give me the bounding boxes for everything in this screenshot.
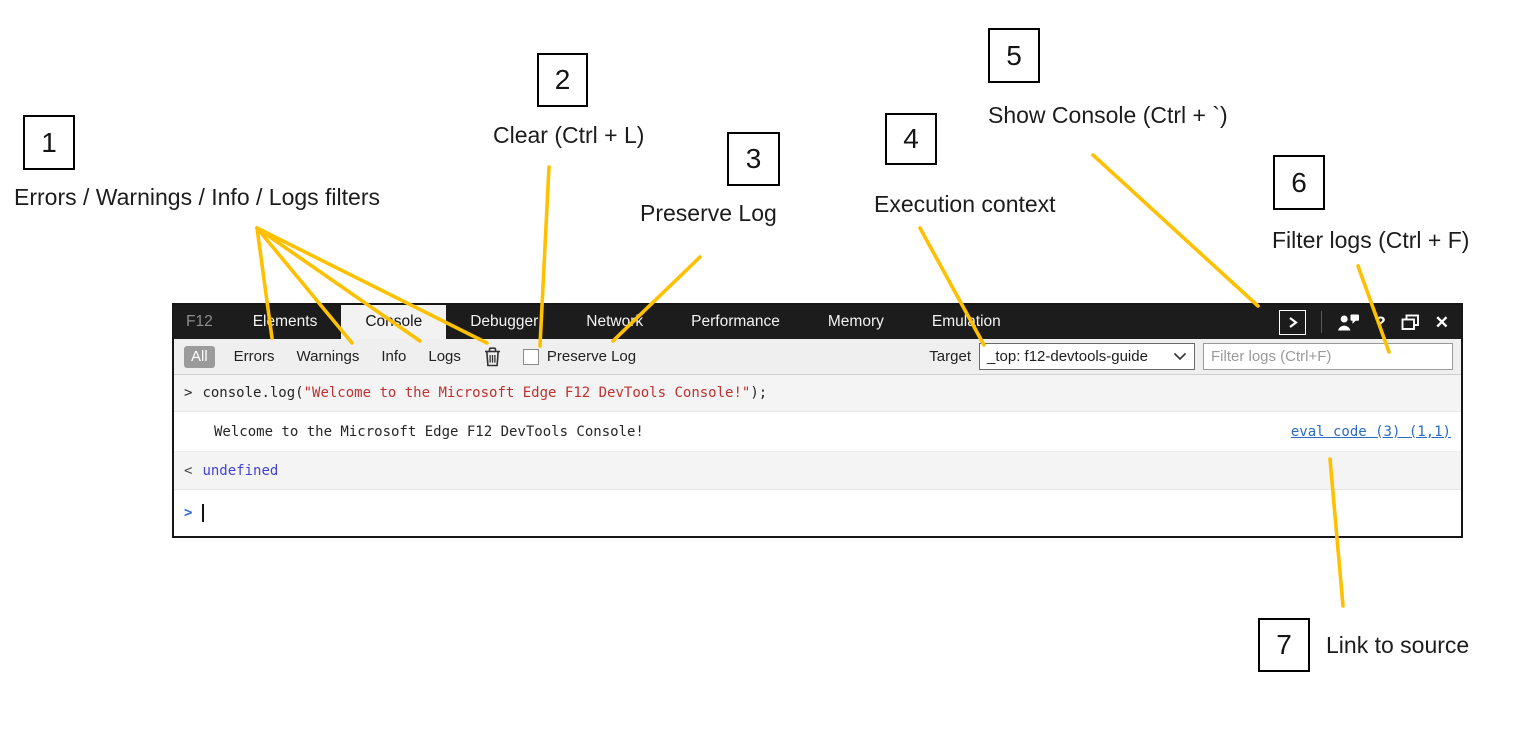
console-input-row[interactable]: > xyxy=(174,490,1461,536)
feedback-icon[interactable] xyxy=(1337,313,1360,331)
callout-box-4: 4 xyxy=(885,113,937,165)
console-toolbar: All Errors Warnings Info Logs Preserve L… xyxy=(174,339,1461,375)
filter-info-button[interactable]: Info xyxy=(381,348,407,365)
tab-performance[interactable]: Performance xyxy=(691,313,780,330)
close-icon[interactable]: ✕ xyxy=(1434,312,1449,332)
devtools-tab-bar: F12 Elements Console Debugger Network Pe… xyxy=(174,305,1461,339)
filter-all-button[interactable]: All xyxy=(184,345,215,368)
tab-bar-icon-group: ? ✕ xyxy=(1279,305,1461,339)
unpin-icon[interactable] xyxy=(1401,314,1420,331)
callout-box-7: 7 xyxy=(1258,618,1310,672)
callout-label-3: Preserve Log xyxy=(640,200,777,226)
callout-label-4: Execution context xyxy=(874,191,1056,217)
show-console-icon[interactable] xyxy=(1279,309,1307,335)
target-select[interactable]: _top: f12-devtools-guide xyxy=(979,343,1195,370)
toolbar-right-group: Target _top: f12-devtools-guide xyxy=(929,343,1453,370)
callout-label-7: Link to source xyxy=(1326,632,1470,658)
log-message: Welcome to the Microsoft Edge F12 DevToo… xyxy=(214,423,644,440)
preserve-log-label[interactable]: Preserve Log xyxy=(546,348,637,365)
text-cursor xyxy=(202,504,205,522)
filter-logs-input[interactable] xyxy=(1203,343,1453,370)
callout-line-5-showconsole xyxy=(1091,153,1260,308)
tab-debugger[interactable]: Debugger xyxy=(470,313,539,330)
target-select-value: _top: f12-devtools-guide xyxy=(987,348,1148,365)
result-value: undefined xyxy=(202,462,279,479)
callout-box-3: 3 xyxy=(727,132,780,186)
devtools-window: F12 Elements Console Debugger Network Pe… xyxy=(172,303,1463,538)
callout-label-6: Filter logs (Ctrl + F) xyxy=(1272,227,1470,253)
echo-chevron: > xyxy=(184,385,193,401)
filter-logs-button[interactable]: Logs xyxy=(428,348,461,365)
tab-emulation[interactable]: Emulation xyxy=(931,313,1001,330)
clear-trash-icon[interactable] xyxy=(484,346,501,367)
callout-box-5: 5 xyxy=(988,28,1040,83)
tab-elements[interactable]: Elements xyxy=(252,313,318,330)
tab-f12[interactable]: F12 xyxy=(186,313,213,330)
callout-label-1: Errors / Warnings / Info / Logs filters xyxy=(14,184,380,210)
source-link[interactable]: eval code (3) (1,1) xyxy=(1290,423,1451,440)
console-result-row: < undefined xyxy=(174,452,1461,490)
callout-box-6: 6 xyxy=(1273,155,1325,210)
target-label: Target xyxy=(929,348,971,365)
chevron-down-icon xyxy=(1173,352,1187,361)
callout-label-2: Clear (Ctrl + L) xyxy=(493,122,645,148)
callout-box-1: 1 xyxy=(23,115,75,170)
console-log-row: Welcome to the Microsoft Edge F12 DevToo… xyxy=(174,412,1461,452)
help-icon[interactable]: ? xyxy=(1375,312,1386,332)
result-chevron: < xyxy=(184,462,193,479)
filter-errors-button[interactable]: Errors xyxy=(233,348,275,365)
prompt-chevron: > xyxy=(184,505,193,521)
preserve-log-checkbox[interactable] xyxy=(522,348,539,365)
tab-bar-separator xyxy=(1321,311,1323,333)
echo-suffix: ); xyxy=(750,385,768,401)
tab-memory[interactable]: Memory xyxy=(827,313,884,330)
echo-string: "Welcome to the Microsoft Edge F12 DevTo… xyxy=(303,385,751,401)
filter-warnings-button[interactable]: Warnings xyxy=(296,348,360,365)
callout-box-2: 2 xyxy=(537,53,588,107)
tab-console[interactable]: Console xyxy=(341,305,447,339)
echo-code: console.log( xyxy=(202,385,304,401)
callout-label-5: Show Console (Ctrl + `) xyxy=(988,102,1228,128)
tab-network[interactable]: Network xyxy=(586,313,644,330)
console-echo-row: > console.log("Welcome to the Microsoft … xyxy=(174,375,1461,412)
